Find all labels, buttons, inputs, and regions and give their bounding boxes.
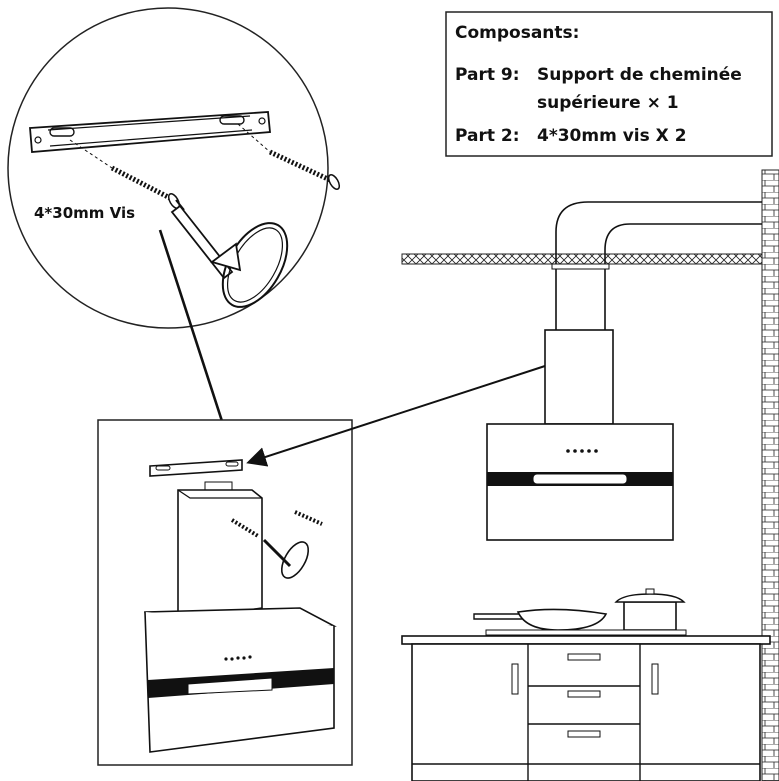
screw-label: 4*30mm Vis [34, 204, 135, 222]
rotation-arrow-icon [210, 222, 289, 308]
part9-description-line2: supérieure × 1 [537, 93, 679, 113]
pointer-arrow-down [158, 229, 238, 457]
cookware [473, 588, 686, 631]
assembly-inset [97, 419, 353, 766]
ceiling [401, 253, 763, 265]
pointer-arrow-left [246, 365, 546, 467]
part9-description-line1: Support de cheminée [537, 65, 742, 85]
components-title: Composants: [455, 23, 579, 43]
bracket-detail [29, 111, 271, 153]
part2-description: 4*30mm vis X 2 [537, 126, 687, 146]
brick-wall [761, 169, 779, 781]
detail-magnifier: 4*30mm Vis [7, 7, 341, 329]
screw-right-detail [237, 123, 341, 190]
range-hood [486, 329, 674, 541]
part9-label: Part 9: [455, 65, 520, 85]
part2-label: Part 2: [455, 126, 520, 146]
exhaust-duct [551, 201, 762, 330]
components-box: Composants: Part 9: Support de cheminée … [445, 11, 773, 157]
kitchen-cabinet [401, 629, 771, 781]
